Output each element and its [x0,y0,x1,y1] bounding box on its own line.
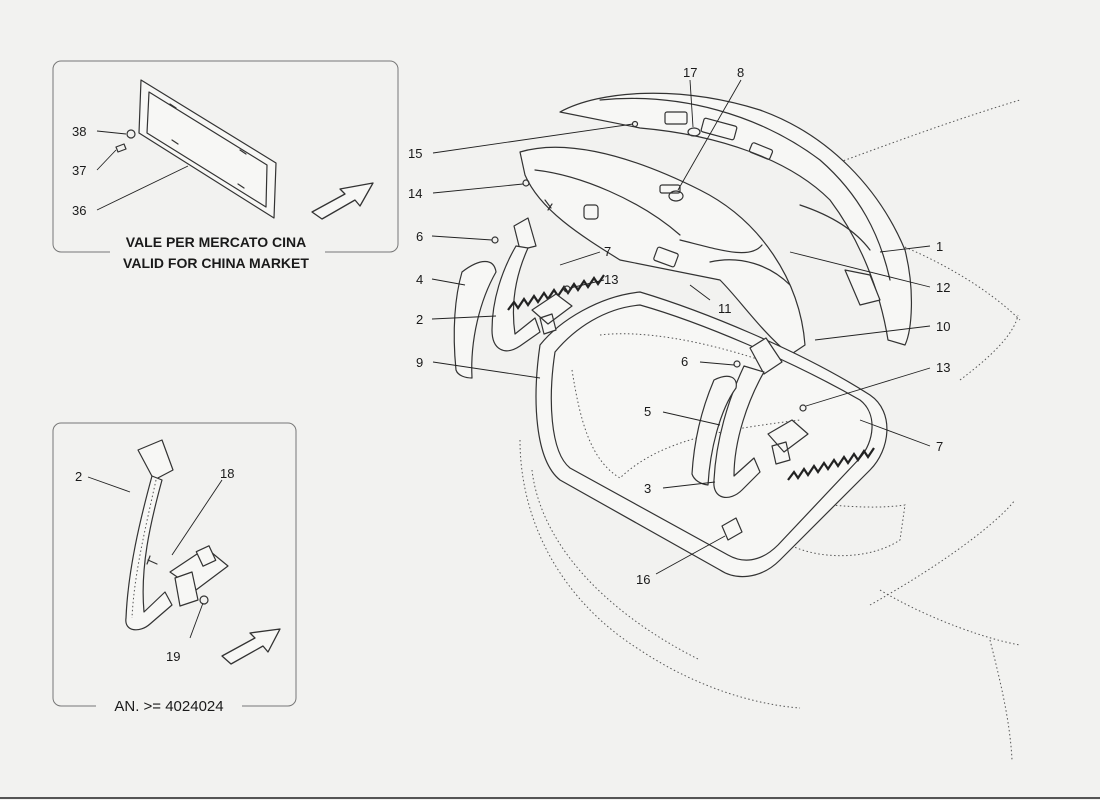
callout-2: 2 [416,312,423,327]
callout-6: 6 [416,229,423,244]
callout-19: 19 [166,649,180,664]
callout-37: 37 [72,163,86,178]
hinge-bracket-right [767,419,809,465]
callout-12: 12 [936,280,950,295]
screw-part-37 [115,143,127,153]
callout-18: 18 [220,466,234,481]
direction-arrow-icon [221,628,281,665]
wiring-part-11 [709,259,791,286]
hinge-arm-part-2-left [491,217,541,352]
callout-11: 11 [718,301,732,316]
callout-9: 9 [416,355,423,370]
main-assembly: 17 8 15 14 6 7 13 4 2 9 11 1 12 10 6 13 … [408,65,1021,761]
callout-13: 13 [936,360,950,375]
callout-5: 5 [644,404,651,419]
hinge-arm-part-5-right [713,337,783,498]
inset-chassis-number: 2 18 19 AN. >= 4024024 [52,422,297,716]
nut-part-13-right [799,404,807,412]
bump-stop-part-8 [668,190,684,202]
callout-16: 16 [636,572,650,587]
direction-arrow-icon [311,182,374,220]
screw-part-6-left [491,236,499,244]
leader-lines [431,79,931,575]
callout-15: 15 [408,146,422,161]
chassis-number-note: AN. >= 4024024 [114,698,223,715]
nut-part-13-left [563,285,571,293]
screw-part-14 [522,179,530,187]
bracket-part-4 [453,260,497,379]
hinge-bracket-left [531,293,573,335]
gas-spring-part-7-right [787,447,875,481]
inner-trim-panel-part-10 [519,146,806,356]
bump-stop-part-17 [687,127,701,137]
callout-1: 1 [936,239,943,254]
callout-36: 36 [72,203,86,218]
callout-4: 4 [416,272,423,287]
callout-2: 2 [75,469,82,484]
callout-7: 7 [936,439,943,454]
trunk-lid-part-1 [559,92,912,346]
gas-spring-part-7-left [507,274,605,311]
license-plate-frame-part [138,79,277,219]
hinge-bracket-part [169,545,229,607]
china-note-line1: VALE PER MERCATO CINA [126,234,306,250]
callout-13: 13 [604,272,618,287]
bottom-rule [0,797,1100,799]
striker-part-16 [721,517,743,541]
bolt-part-18 [146,555,158,565]
screw-part-6-right [733,360,741,368]
callout-8: 8 [737,65,744,80]
china-note-line2: VALID FOR CHINA MARKET [123,255,309,271]
callout-14: 14 [408,186,422,201]
nut-part-19 [199,595,209,605]
callout-6: 6 [681,354,688,369]
inset-china-market: 38 37 36 VALE PER MERCATO CINA VALID FOR… [52,60,399,275]
callout-17: 17 [683,65,697,80]
wiring-part-12 [679,239,763,254]
callout-38: 38 [72,124,86,139]
callout-10: 10 [936,319,950,334]
bracket-part-3 [691,375,737,486]
hinge-arm-part-2 [125,439,174,631]
washer-part-38 [126,129,136,139]
callout-7: 7 [604,244,611,259]
callout-3: 3 [644,481,651,496]
